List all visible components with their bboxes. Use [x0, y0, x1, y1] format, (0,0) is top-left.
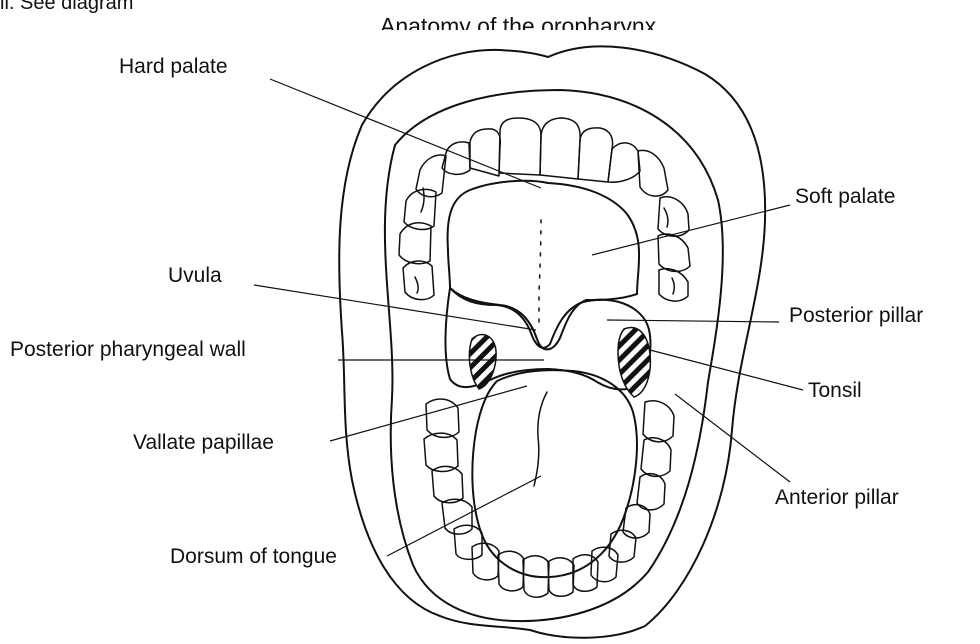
vallate-papillae-label: Vallate papillae	[133, 431, 274, 455]
leader-soft-palate	[592, 205, 790, 255]
hard-palate-label: Hard palate	[119, 55, 228, 79]
leader-tonsil	[650, 350, 803, 390]
leader-vallate-papillae	[330, 386, 527, 441]
tonsil-label: Tonsil	[808, 379, 862, 403]
right-tonsil-hatching	[618, 328, 650, 397]
leader-posterior-pillar	[607, 320, 779, 322]
posterior-pharyngeal-wall-label: Posterior pharyngeal wall	[10, 338, 246, 362]
palatal-raphe	[539, 220, 541, 329]
left-tonsil-hatching	[469, 335, 496, 389]
tongue-outline	[472, 370, 637, 577]
leader-dorsum-of-tongue	[387, 476, 541, 556]
anterior-pillar-label: Anterior pillar	[775, 486, 899, 510]
upper-teeth	[399, 118, 690, 301]
uvula-label: Uvula	[168, 264, 222, 288]
posterior-pillar-label: Posterior pillar	[789, 304, 923, 328]
soft-palate-label: Soft palate	[795, 185, 895, 209]
leader-uvula	[254, 285, 536, 330]
palate-outline	[448, 181, 640, 350]
dorsum-of-tongue-label: Dorsum of tongue	[170, 545, 337, 569]
tongue-midline	[534, 392, 547, 486]
